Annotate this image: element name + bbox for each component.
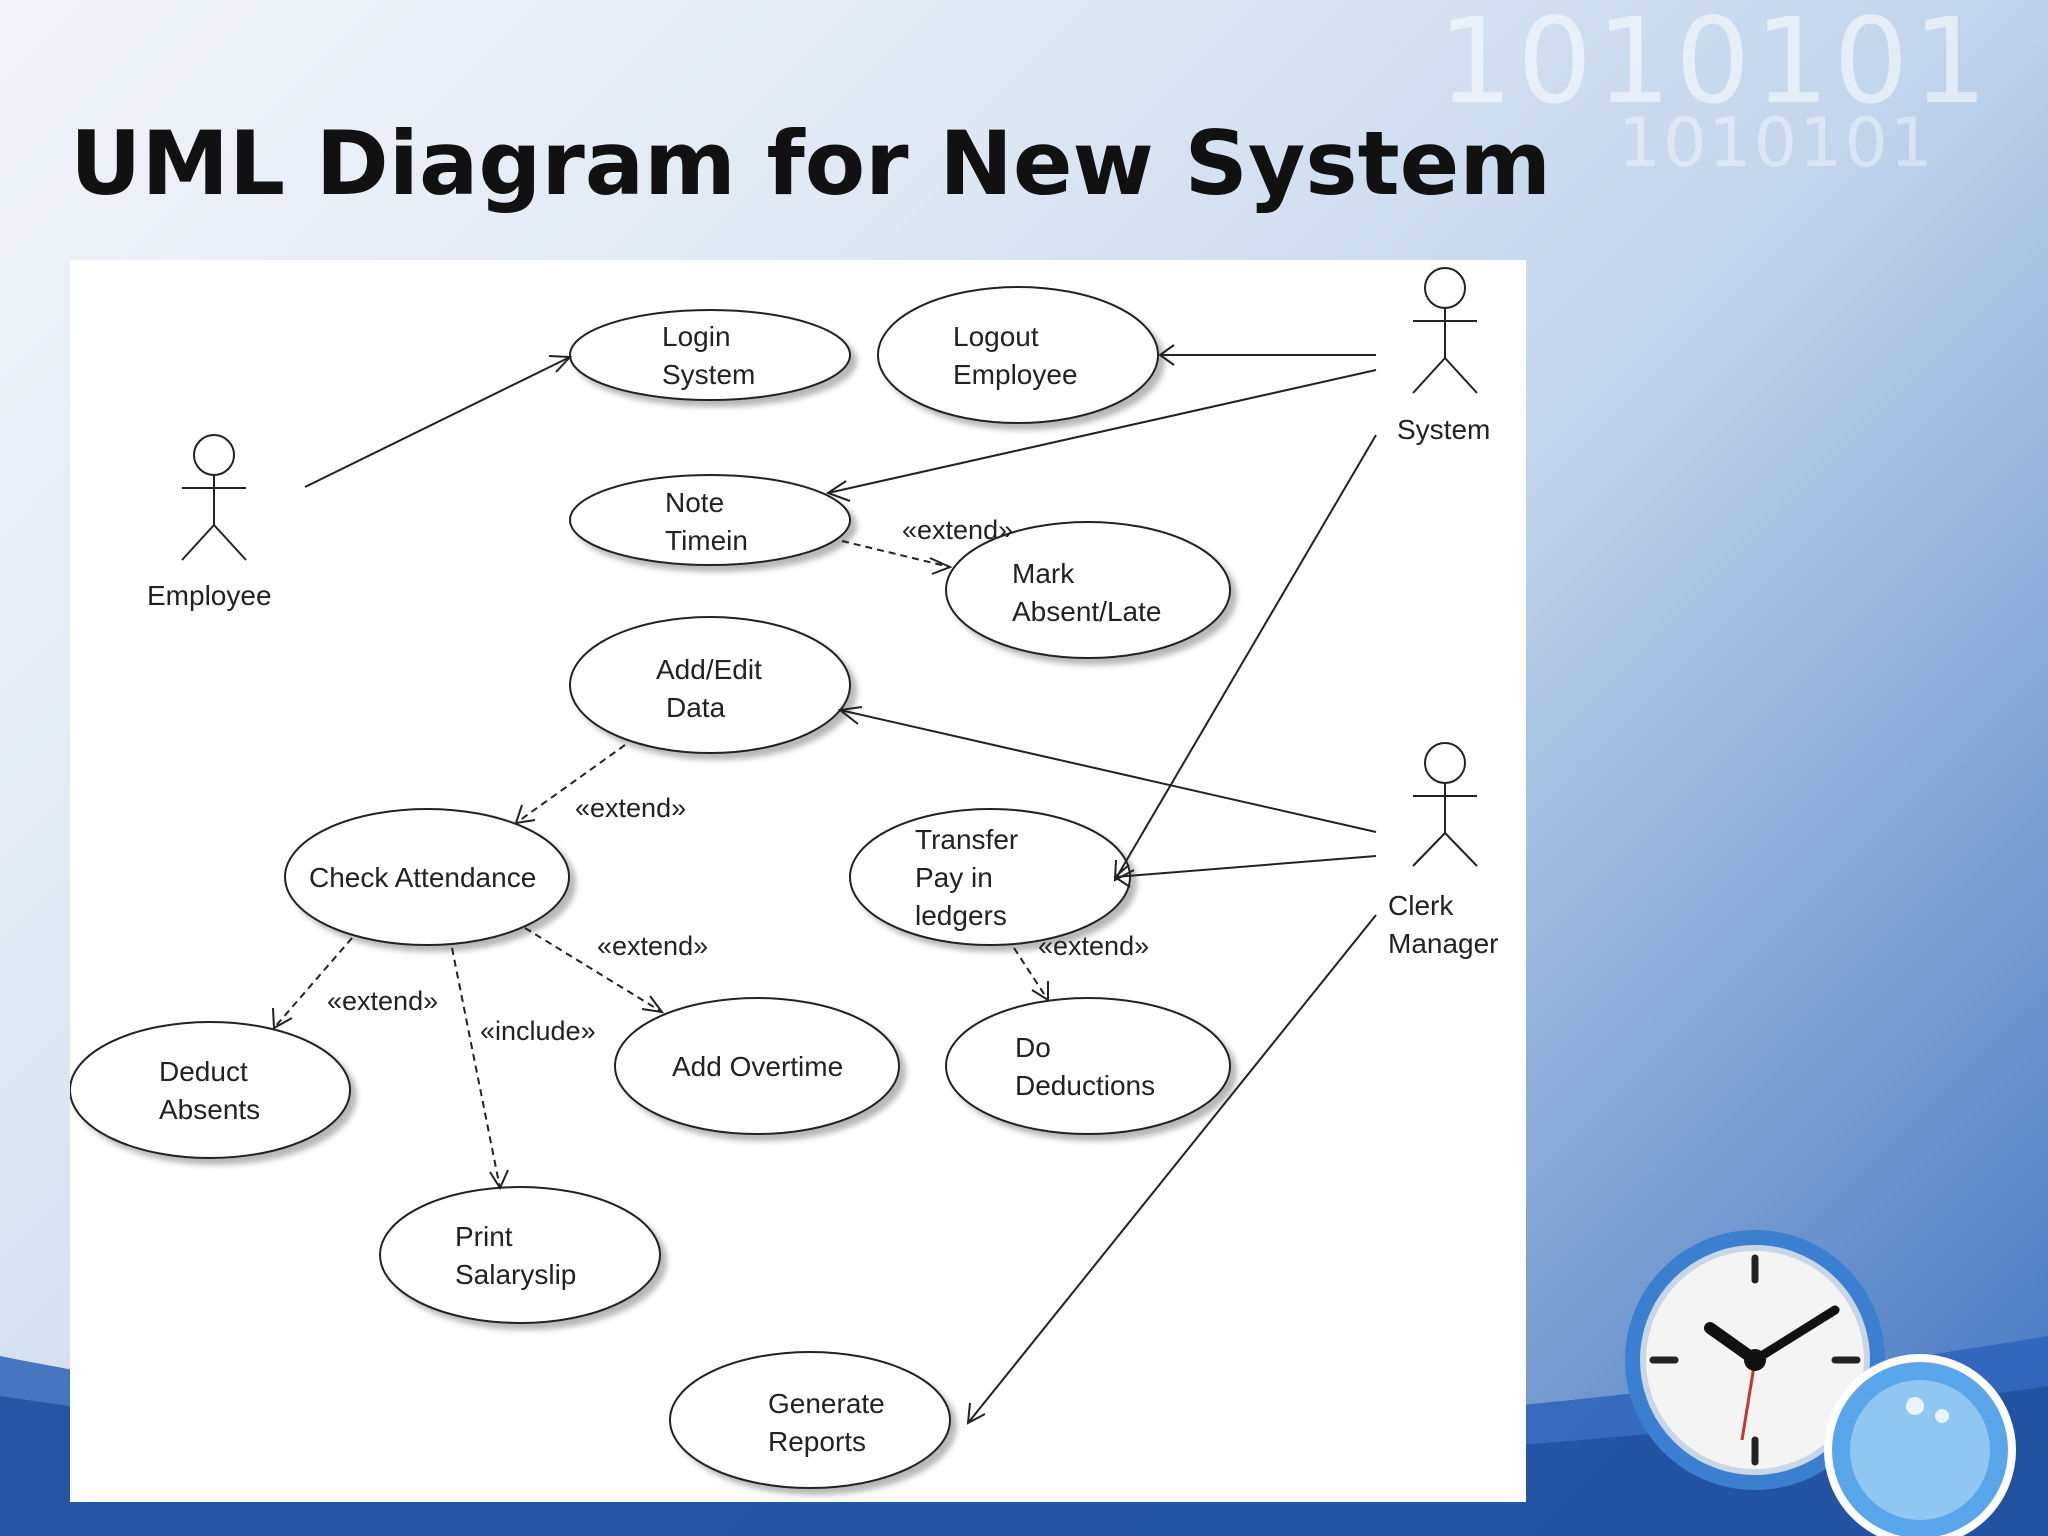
clock-icon — [1625, 1230, 2016, 1536]
uml-diagram-panel: Login System Logout Employee Note Timein… — [70, 260, 1526, 1502]
use-case-deduct-absents[interactable] — [70, 1021, 351, 1159]
use-case-deduct-label-1: Deduct — [159, 1056, 248, 1087]
actor-employee-label: Employee — [147, 580, 272, 611]
use-case-dodeduct-label-2: Deductions — [1015, 1070, 1155, 1101]
stereotype-check-deduct: «extend» — [327, 986, 438, 1016]
assoc-system-transfer — [1114, 434, 1377, 881]
actor-clerk-manager-figure — [1412, 742, 1478, 867]
dep-check-deduct — [273, 937, 353, 1029]
assoc-clerk-reports — [967, 914, 1377, 1424]
use-case-generate-reports[interactable] — [669, 1351, 951, 1489]
stereotype-transfer-dodeduct: «extend» — [1038, 931, 1149, 961]
stereotype-check-overtime: «extend» — [597, 931, 708, 961]
dep-addedit-check — [515, 744, 626, 824]
use-case-note-timein[interactable] — [569, 474, 851, 566]
stereotype-addedit-check: «extend» — [575, 793, 686, 823]
actor-system-figure — [1412, 267, 1478, 394]
dep-transfer-dodeduct — [1013, 947, 1049, 1001]
stereotype-note-mark: «extend» — [902, 515, 1013, 545]
dep-note-mark — [841, 540, 951, 568]
use-case-logout-employee[interactable] — [877, 286, 1159, 424]
assoc-clerk-addedit — [839, 709, 1377, 833]
use-case-reports-label-2: Reports — [768, 1426, 866, 1457]
use-case-add-edit-data[interactable] — [569, 616, 851, 754]
use-case-add-overtime[interactable] — [614, 997, 900, 1135]
use-case-mark-absent-late[interactable] — [945, 521, 1231, 659]
use-case-mark-label-1: Mark — [1012, 558, 1075, 589]
use-case-do-deductions[interactable] — [945, 997, 1231, 1135]
use-case-check-attendance[interactable] — [284, 808, 570, 946]
use-case-overtime-label: Add Overtime — [672, 1051, 843, 1082]
assoc-clerk-transfer — [1114, 855, 1377, 878]
use-case-print-label-1: Print — [455, 1221, 513, 1252]
use-case-login-system[interactable] — [569, 309, 851, 401]
use-case-print-label-2: Salaryslip — [455, 1259, 576, 1290]
page-title: UML Diagram for New System — [70, 112, 1552, 215]
use-case-print-salaryslip[interactable] — [379, 1186, 661, 1324]
binary-text-large: 1010101 — [1438, 0, 1992, 130]
stereotype-check-print: «include» — [480, 1016, 596, 1046]
actor-clerk-label-1: Clerk — [1388, 890, 1454, 921]
use-case-login-label-2: System — [662, 359, 755, 390]
use-case-deduct-label-2: Absents — [159, 1094, 260, 1125]
use-case-addedit-label-2: Data — [666, 692, 726, 723]
actor-employee-figure — [181, 434, 247, 561]
background-binary-pattern: 1010101 1010101 — [1408, 0, 2048, 200]
use-case-logout-label-2: Employee — [953, 359, 1078, 390]
dep-check-print — [451, 947, 501, 1189]
use-case-diagram: Login System Logout Employee Note Timein… — [70, 267, 1499, 1489]
binary-text-small: 1010101 — [1618, 104, 1935, 183]
use-case-logout-label-1: Logout — [953, 321, 1039, 352]
use-case-note-label-1: Note — [665, 487, 724, 518]
dep-check-overtime — [524, 927, 663, 1013]
use-case-transfer-label-1: Transfer — [915, 824, 1018, 855]
use-case-transfer-label-2: Pay in — [915, 862, 993, 893]
use-case-dodeduct-label-1: Do — [1015, 1032, 1051, 1063]
actor-system-label: System — [1397, 414, 1490, 445]
assoc-employee-login — [304, 356, 571, 488]
use-case-addedit-label-1: Add/Edit — [656, 654, 762, 685]
use-case-note-label-2: Timein — [665, 525, 748, 556]
use-case-mark-label-2: Absent/Late — [1012, 596, 1161, 627]
use-case-login-label-1: Login — [662, 321, 731, 352]
use-case-transfer-label-3: ledgers — [915, 900, 1007, 931]
assoc-system-note — [827, 369, 1377, 494]
use-case-reports-label-1: Generate — [768, 1388, 885, 1419]
actor-clerk-label-2: Manager — [1388, 928, 1499, 959]
use-case-transfer-pay[interactable] — [849, 808, 1131, 946]
use-case-check-label: Check Attendance — [309, 862, 536, 893]
